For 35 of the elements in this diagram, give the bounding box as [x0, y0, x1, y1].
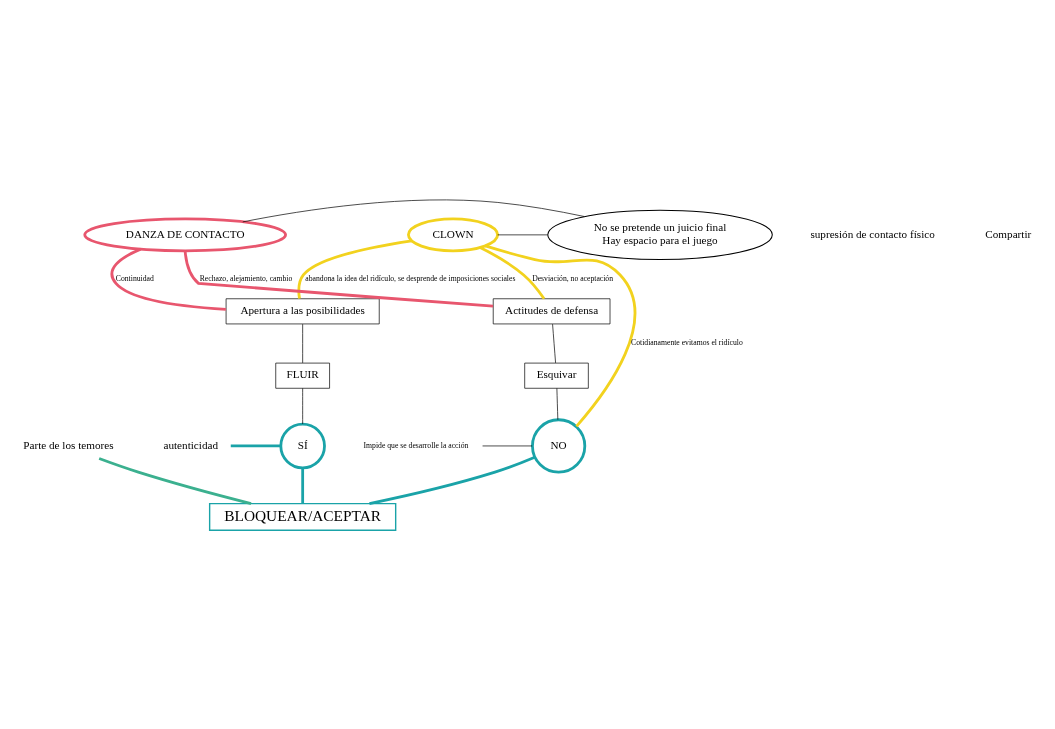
node-box: BLOQUEAR/ACEPTAR: [208, 502, 397, 531]
connector: [479, 245, 546, 300]
node-ellipse: DANZA DE CONTACTO: [83, 217, 287, 252]
connector: [497, 234, 548, 235]
node-text: autenticidad: [163, 438, 219, 451]
node-box: Apertura a las posibilidades: [225, 297, 380, 324]
node-box: Actitudes de defensa: [492, 297, 611, 324]
node-text: Impide que se desarrolle la acción: [363, 440, 469, 450]
connector: [552, 323, 556, 363]
node-circle: SÍ: [279, 422, 326, 469]
label: Compartir: [985, 227, 1032, 240]
connector: [302, 323, 303, 363]
connector: [183, 250, 494, 308]
node-box: FLUIR: [275, 362, 330, 389]
connector: [484, 244, 637, 427]
connector: [98, 456, 252, 505]
connector: [302, 387, 303, 424]
node-circle: NO: [531, 417, 587, 474]
edge-label: Cotidianamente evitamos el ridículo: [631, 337, 743, 347]
node-box: Esquivar: [524, 362, 589, 389]
connector: [242, 199, 585, 222]
edge-label: Continuidad: [115, 273, 154, 283]
edge-label: Desviación, no aceptación: [532, 273, 614, 283]
connector: [110, 247, 226, 311]
node-ellipse: CLOWN: [407, 217, 499, 252]
connector: [369, 455, 536, 505]
edge-label: abandona la idea del ridículo, se desprende de imposiciones sociales: [305, 273, 516, 283]
connector: [297, 238, 412, 299]
label: supresión de contacto físico: [810, 227, 935, 240]
node-text: Parte de los temores: [23, 438, 114, 451]
node-ellipse: No se pretende un juicio final Hay espacio para el juego: [547, 209, 773, 260]
connector: [301, 467, 305, 503]
connector: [230, 444, 281, 447]
edge-label: Rechazo, alejamiento, cambio: [199, 273, 293, 283]
connector: [556, 387, 559, 420]
